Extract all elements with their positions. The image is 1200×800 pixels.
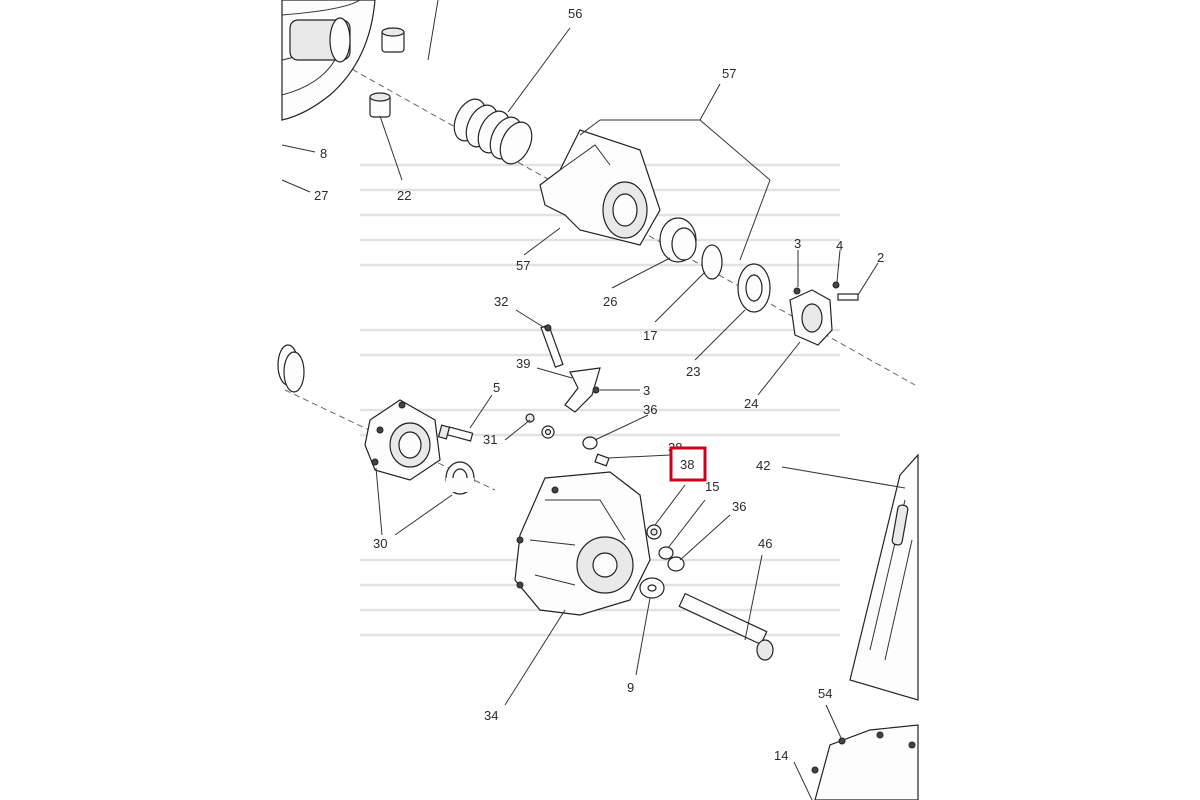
highlight-box <box>669 446 707 482</box>
ring-part-26 <box>659 217 697 263</box>
bushing-lower <box>369 92 391 118</box>
callout-26: 26 <box>603 294 617 309</box>
cam-housing-part-57 <box>539 129 661 246</box>
callout-56: 56 <box>568 6 582 21</box>
callout-labels: 56 57 8 27 22 57 26 17 3 4 2 23 24 32 39… <box>314 6 884 763</box>
callout-17: 17 <box>643 328 657 343</box>
bushing-part-30 <box>445 461 475 495</box>
callout-34: 34 <box>484 708 498 723</box>
washer-part-23 <box>737 263 771 313</box>
washer-part-36-lower <box>667 556 685 572</box>
clutch-housing-part-34 <box>514 471 651 616</box>
callout-36-top: 36 <box>643 402 657 417</box>
callout-36-bottom: 36 <box>732 499 746 514</box>
callout-23: 23 <box>686 364 700 379</box>
callout-54: 54 <box>818 686 832 701</box>
bracket-part-24 <box>789 281 859 346</box>
callout-31: 31 <box>483 432 497 447</box>
pin-part-32 <box>540 324 564 368</box>
callout-3-mid: 3 <box>643 383 650 398</box>
washer-part-36-upper <box>582 436 598 450</box>
callout-42: 42 <box>756 458 770 473</box>
callout-5: 5 <box>493 380 500 395</box>
wheel-partial-top-left <box>281 0 376 121</box>
highlighted-callout-38[interactable]: 38 <box>669 446 707 482</box>
hub-part-30 <box>364 399 441 481</box>
callout-4: 4 <box>836 238 843 253</box>
callout-57-top: 57 <box>722 66 736 81</box>
leader-lines <box>281 0 906 800</box>
callout-24: 24 <box>744 396 758 411</box>
bolt-part-46 <box>678 592 774 661</box>
bracket-part-54 <box>811 724 919 800</box>
washer-part-9 <box>639 577 665 599</box>
callout-3-top: 3 <box>794 236 801 251</box>
callout-2: 2 <box>877 250 884 265</box>
washer-part-15 <box>658 546 674 560</box>
fasteners-part-31 <box>525 413 555 439</box>
spring-part-56 <box>453 98 533 165</box>
callout-57-bottom: 57 <box>516 258 530 273</box>
callout-38-highlighted: 38 <box>680 457 694 472</box>
callout-32: 32 <box>494 294 508 309</box>
callout-15: 15 <box>705 479 719 494</box>
callout-46: 46 <box>758 536 772 551</box>
callout-30: 30 <box>373 536 387 551</box>
callout-22: 22 <box>397 188 411 203</box>
callout-39: 39 <box>516 356 530 371</box>
nut-part-38 <box>646 524 662 540</box>
plate-part-42 <box>849 453 919 701</box>
pin-part-38-upper <box>594 453 610 467</box>
bolt-part-5 <box>437 424 474 442</box>
snap-ring-part-17 <box>701 244 723 280</box>
lever-part-39 <box>564 367 601 413</box>
spring-edge-left <box>277 344 305 393</box>
callout-14: 14 <box>774 748 788 763</box>
bushing-upper <box>381 27 405 53</box>
callout-9: 9 <box>627 680 634 695</box>
callout-8: 8 <box>320 146 327 161</box>
parts-diagram-sheet <box>280 0 920 800</box>
callout-27: 27 <box>314 188 328 203</box>
